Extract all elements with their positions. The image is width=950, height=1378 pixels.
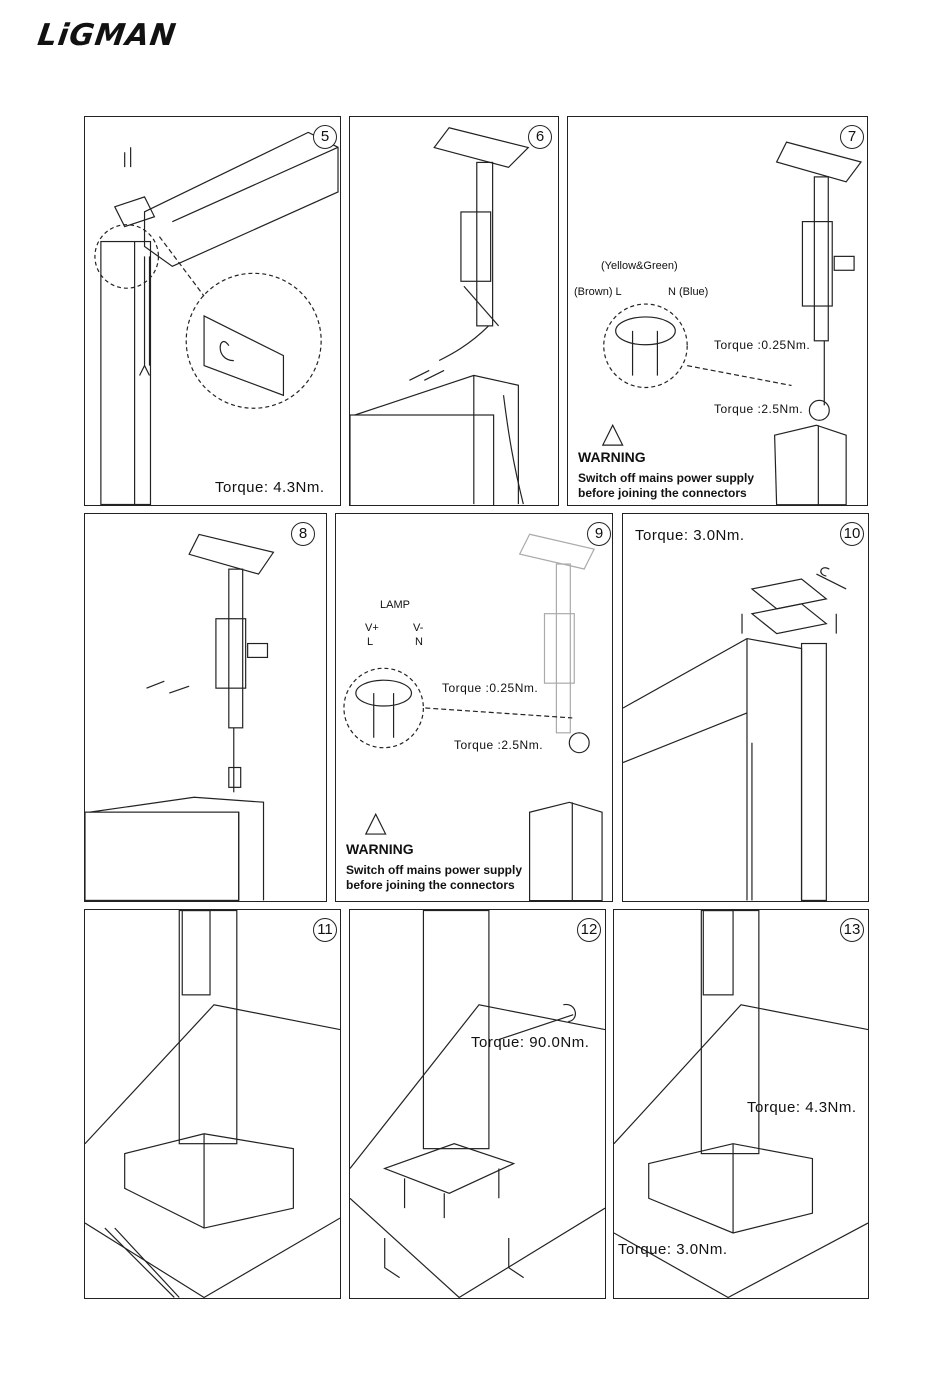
step-8-number: 8 xyxy=(291,522,315,546)
step-10-number: 10 xyxy=(840,522,864,546)
step-11-illustration xyxy=(85,910,340,1298)
step-6-illustration xyxy=(350,127,530,505)
step-5-illustration xyxy=(94,131,339,505)
step-7-panel: 7 (Yellow&Green) (Brown) L N (Blue) Torq… xyxy=(567,116,868,506)
step-9-label-vminus: V- xyxy=(413,622,424,634)
step-10-torque: Torque: 3.0Nm. xyxy=(635,527,745,544)
step-9-warning-title: WARNING xyxy=(346,841,414,857)
brand-logo: LiGMAN xyxy=(35,18,179,53)
step-9-label-n: N xyxy=(415,636,423,648)
step-11-number: 11 xyxy=(313,918,337,942)
step-7-warning-title: WARNING xyxy=(578,449,646,465)
step-12-illustration xyxy=(350,910,605,1298)
step-9-torque-gland: Torque :2.5Nm. xyxy=(454,738,544,752)
step-7-warning-line-2: before joining the connectors xyxy=(578,486,747,500)
step-13-panel: 13 Torque: 4.3Nm. Torque: 3.0Nm. xyxy=(613,909,869,1299)
step-7-warning-line-1: Switch off mains power supply xyxy=(578,471,755,485)
step-8-illustration xyxy=(85,533,275,901)
step-7-label-yellow-green: (Yellow&Green) xyxy=(601,260,678,272)
step-6-number: 6 xyxy=(528,125,552,149)
step-10-illustration xyxy=(623,567,847,901)
step-5-panel: 5 Torque: 4.3Nm. xyxy=(84,116,341,506)
step-7-torque-connector: Torque :0.25Nm. xyxy=(714,338,811,352)
step-13-number: 13 xyxy=(840,918,864,942)
step-7-label-blue: N (Blue) xyxy=(668,286,709,298)
step-9-number: 9 xyxy=(587,522,611,546)
step-7-label-brown: (Brown) L xyxy=(574,286,622,298)
step-6-panel: 6 xyxy=(349,116,559,506)
step-10-panel: 10 Torque: 3.0Nm. xyxy=(622,513,869,902)
step-5-torque: Torque: 4.3Nm. xyxy=(215,479,325,496)
step-11-panel: 11 xyxy=(84,909,341,1299)
step-13-torque-bottom: Torque: 3.0Nm. xyxy=(618,1241,728,1258)
step-13-illustration xyxy=(614,910,868,1298)
step-9-warning-line-2: before joining the connectors xyxy=(346,878,515,892)
step-9-label-l: L xyxy=(367,636,374,648)
step-7-torque-gland: Torque :2.5Nm. xyxy=(714,402,804,416)
step-12-torque: Torque: 90.0Nm. xyxy=(471,1034,590,1051)
step-9-torque-connector: Torque :0.25Nm. xyxy=(442,681,539,695)
step-7-number: 7 xyxy=(840,125,864,149)
step-12-panel: 12 Torque: 90.0Nm. xyxy=(349,909,606,1299)
step-8-panel: 8 xyxy=(84,513,327,902)
step-7-illustration xyxy=(601,141,863,505)
step-9-label-vplus: V+ xyxy=(365,622,379,634)
step-5-number: 5 xyxy=(313,125,337,149)
step-9-illustration xyxy=(343,533,603,901)
step-9-warning-line-1: Switch off mains power supply xyxy=(346,863,523,877)
step-13-torque-top: Torque: 4.3Nm. xyxy=(747,1099,857,1116)
step-9-label-lamp: LAMP xyxy=(380,599,410,611)
step-12-number: 12 xyxy=(577,918,601,942)
step-9-panel: 9 LAMP V+ L V- N Torque :0.25Nm. Torque … xyxy=(335,513,613,902)
